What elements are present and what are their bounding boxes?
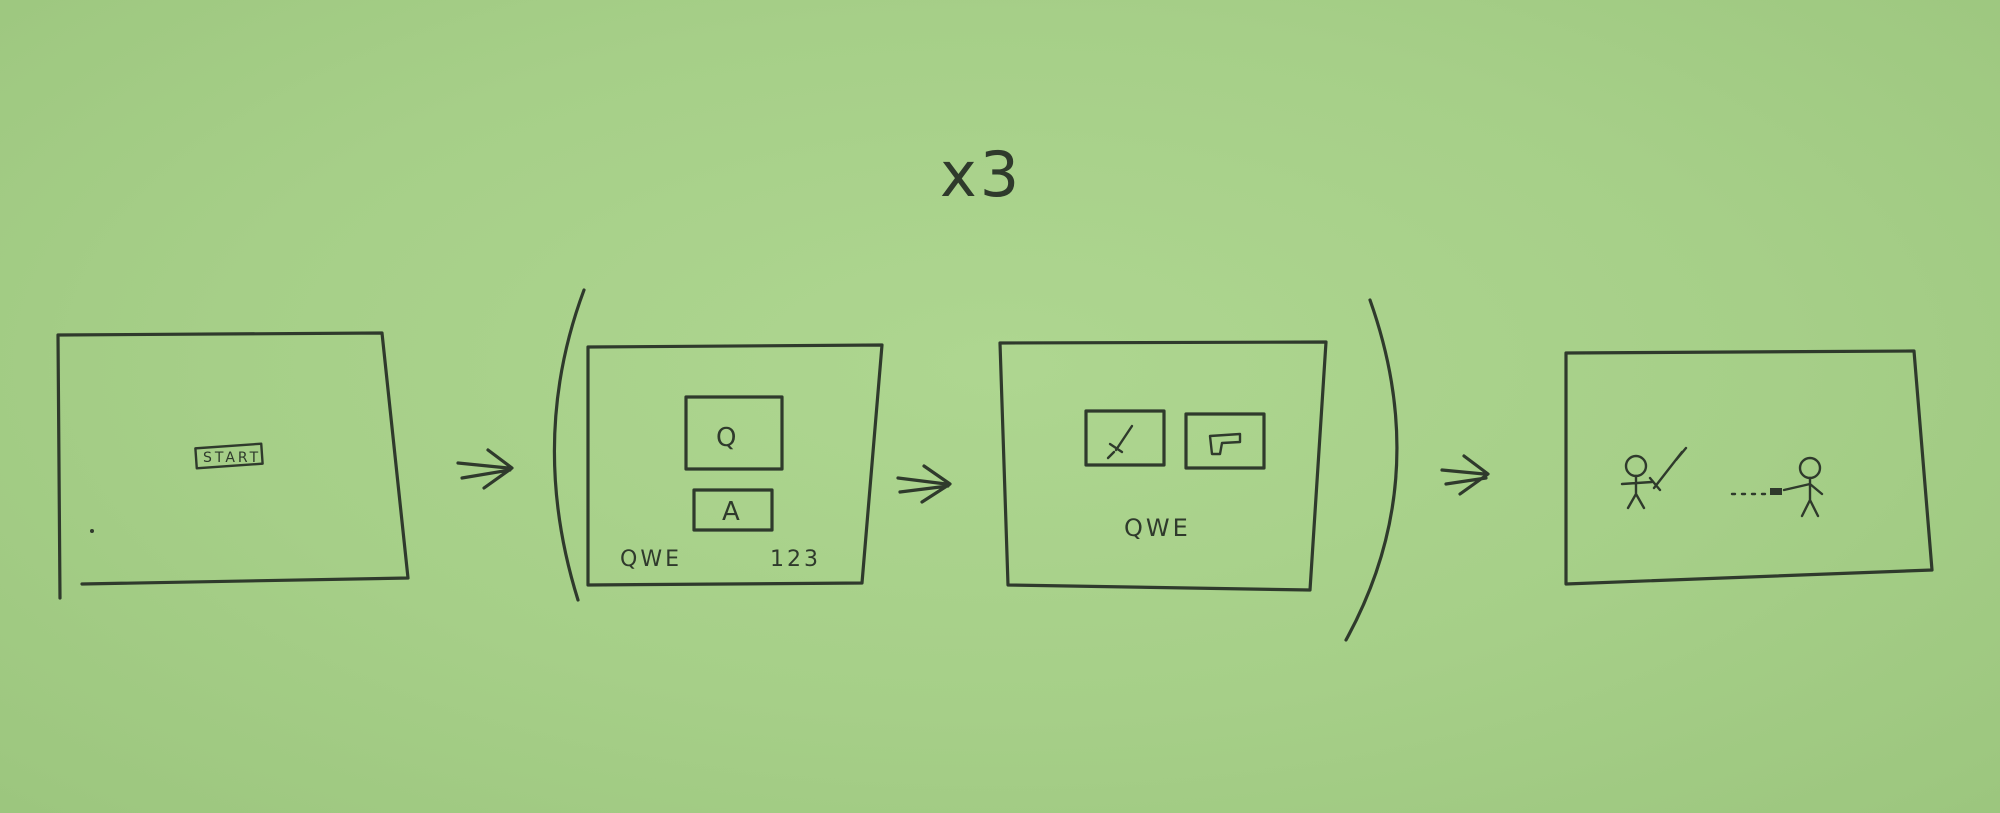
start-button-label: START: [203, 450, 261, 466]
gun-card[interactable]: [1184, 412, 1266, 470]
sword-icon: [1106, 424, 1134, 460]
answer-card[interactable]: A: [692, 488, 774, 532]
screen-question: Q A QWE 123: [586, 343, 884, 587]
weapon-screen-label: QWE: [1124, 514, 1191, 542]
repeat-label: x3: [940, 138, 1022, 211]
start-button[interactable]: START: [194, 442, 264, 470]
dot-mark: [90, 529, 94, 533]
answer-card-label: A: [722, 497, 743, 527]
stick-figure-with-gun: [1770, 456, 1824, 518]
stick-figure-with-sword: [1620, 446, 1688, 510]
arrow-3: [1440, 454, 1490, 496]
arrow-1: [456, 448, 514, 490]
screen-weapon-choice: QWE: [998, 340, 1328, 592]
arrow-2: [896, 464, 952, 504]
gun-icon: [1208, 432, 1242, 456]
sword-card[interactable]: [1084, 409, 1166, 467]
question-right-label: 123: [770, 547, 821, 572]
question-left-label: QWE: [620, 547, 682, 572]
gun-shape: [1770, 488, 1782, 495]
screen-battle: [1564, 349, 1934, 586]
screen-start: START: [56, 331, 410, 600]
open-bracket: [552, 288, 586, 602]
question-card[interactable]: Q: [684, 395, 784, 471]
question-card-label: Q: [716, 423, 739, 453]
close-bracket: [1344, 298, 1399, 642]
